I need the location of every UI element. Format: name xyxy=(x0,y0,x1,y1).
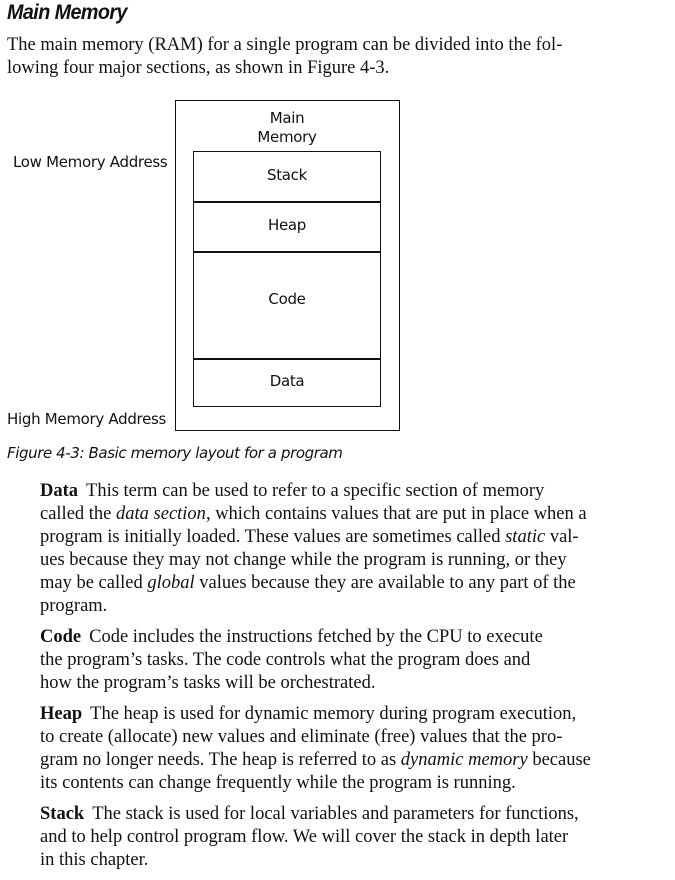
definition-text: This term can be used to refer to a spec… xyxy=(86,481,545,501)
definition-term: Code xyxy=(40,627,82,647)
stack-section: Stack xyxy=(193,151,381,203)
definition-line: the program’s tasks. The code controls w… xyxy=(40,650,531,670)
section-heading: Main Memory xyxy=(7,1,128,24)
definition-term: Stack xyxy=(40,804,85,824)
definition-line: Stack The stack is used for local variabl… xyxy=(40,803,650,826)
definition-text: may be called xyxy=(40,573,148,593)
definition-text: val- xyxy=(545,527,579,547)
definition-line: in this chapter. xyxy=(40,850,149,870)
definition-stack: Stack The stack is used for local variabl… xyxy=(40,803,650,872)
code-label: Code xyxy=(268,290,306,308)
definition-line: Code Code includes the instructions fetch… xyxy=(40,626,650,649)
heap-label: Heap xyxy=(267,216,307,234)
definition-text: The heap is used for dynamic memory duri… xyxy=(90,704,577,724)
main-memory-box xyxy=(175,100,400,431)
data-label: Data xyxy=(269,372,305,390)
intro-line: The main memory (RAM) for a single progr… xyxy=(7,35,563,55)
definition-line: how the program’s tasks will be orchestr… xyxy=(40,673,376,693)
definition-text: values because they are available to any… xyxy=(194,573,576,593)
high-memory-address-label: High Memory Address xyxy=(7,410,167,428)
definition-line: program is initially loaded. These value… xyxy=(40,526,650,549)
definition-line: ues because they may not change while th… xyxy=(40,550,567,570)
definition-line: may be called global values because they… xyxy=(40,572,650,595)
definition-emphasis: dynamic memory xyxy=(400,750,528,770)
definition-term: Data xyxy=(40,481,79,501)
definition-line: gram no longer needs. The heap is referr… xyxy=(40,749,650,772)
definition-text: because xyxy=(527,750,591,770)
data-section: Data xyxy=(193,358,381,407)
main-memory-title: Main Memory xyxy=(193,109,381,147)
definition-emphasis: global xyxy=(147,573,195,593)
definition-emphasis: data section xyxy=(116,504,206,524)
intro-paragraph: The main memory (RAM) for a single progr… xyxy=(7,34,637,80)
main-memory-title-word: Memory xyxy=(257,128,317,146)
definition-text: Code includes the instructions fetched b… xyxy=(89,627,543,647)
definition-text: called the xyxy=(40,504,117,524)
definition-line: its contents can change frequently while… xyxy=(40,773,516,793)
main-memory-title-word: Main xyxy=(269,109,305,127)
heap-section: Heap xyxy=(193,201,381,253)
stack-label: Stack xyxy=(266,166,308,184)
definition-data: Data This term can be used to refer to a … xyxy=(40,480,650,618)
code-section: Code xyxy=(193,251,381,360)
definition-emphasis: static xyxy=(505,527,546,547)
definition-code: Code Code includes the instructions fetch… xyxy=(40,626,650,695)
definition-line: to create (allocate) new values and elim… xyxy=(40,727,563,747)
definition-text: The stack is used for local variables an… xyxy=(92,804,579,824)
definition-line: Data This term can be used to refer to a … xyxy=(40,480,650,503)
intro-line: lowing four major sections, as shown in … xyxy=(7,58,390,78)
definition-heap: Heap The heap is used for dynamic memory … xyxy=(40,703,650,795)
definition-line: program. xyxy=(40,596,108,616)
figure-caption: Figure 4-3: Basic memory layout for a pr… xyxy=(7,444,343,462)
definition-line: Heap The heap is used for dynamic memory … xyxy=(40,703,650,726)
definition-term: Heap xyxy=(40,704,83,724)
definition-text: program is initially loaded. These value… xyxy=(40,527,506,547)
definition-list: Data This term can be used to refer to a … xyxy=(40,480,650,880)
low-memory-address-label: Low Memory Address xyxy=(13,153,168,171)
definition-text: gram no longer needs. The heap is referr… xyxy=(40,750,401,770)
definition-line: called the data section, which contains … xyxy=(40,503,650,526)
definition-line: and to help control program flow. We wil… xyxy=(40,827,569,847)
definition-text: , which contains values that are put in … xyxy=(205,504,587,524)
